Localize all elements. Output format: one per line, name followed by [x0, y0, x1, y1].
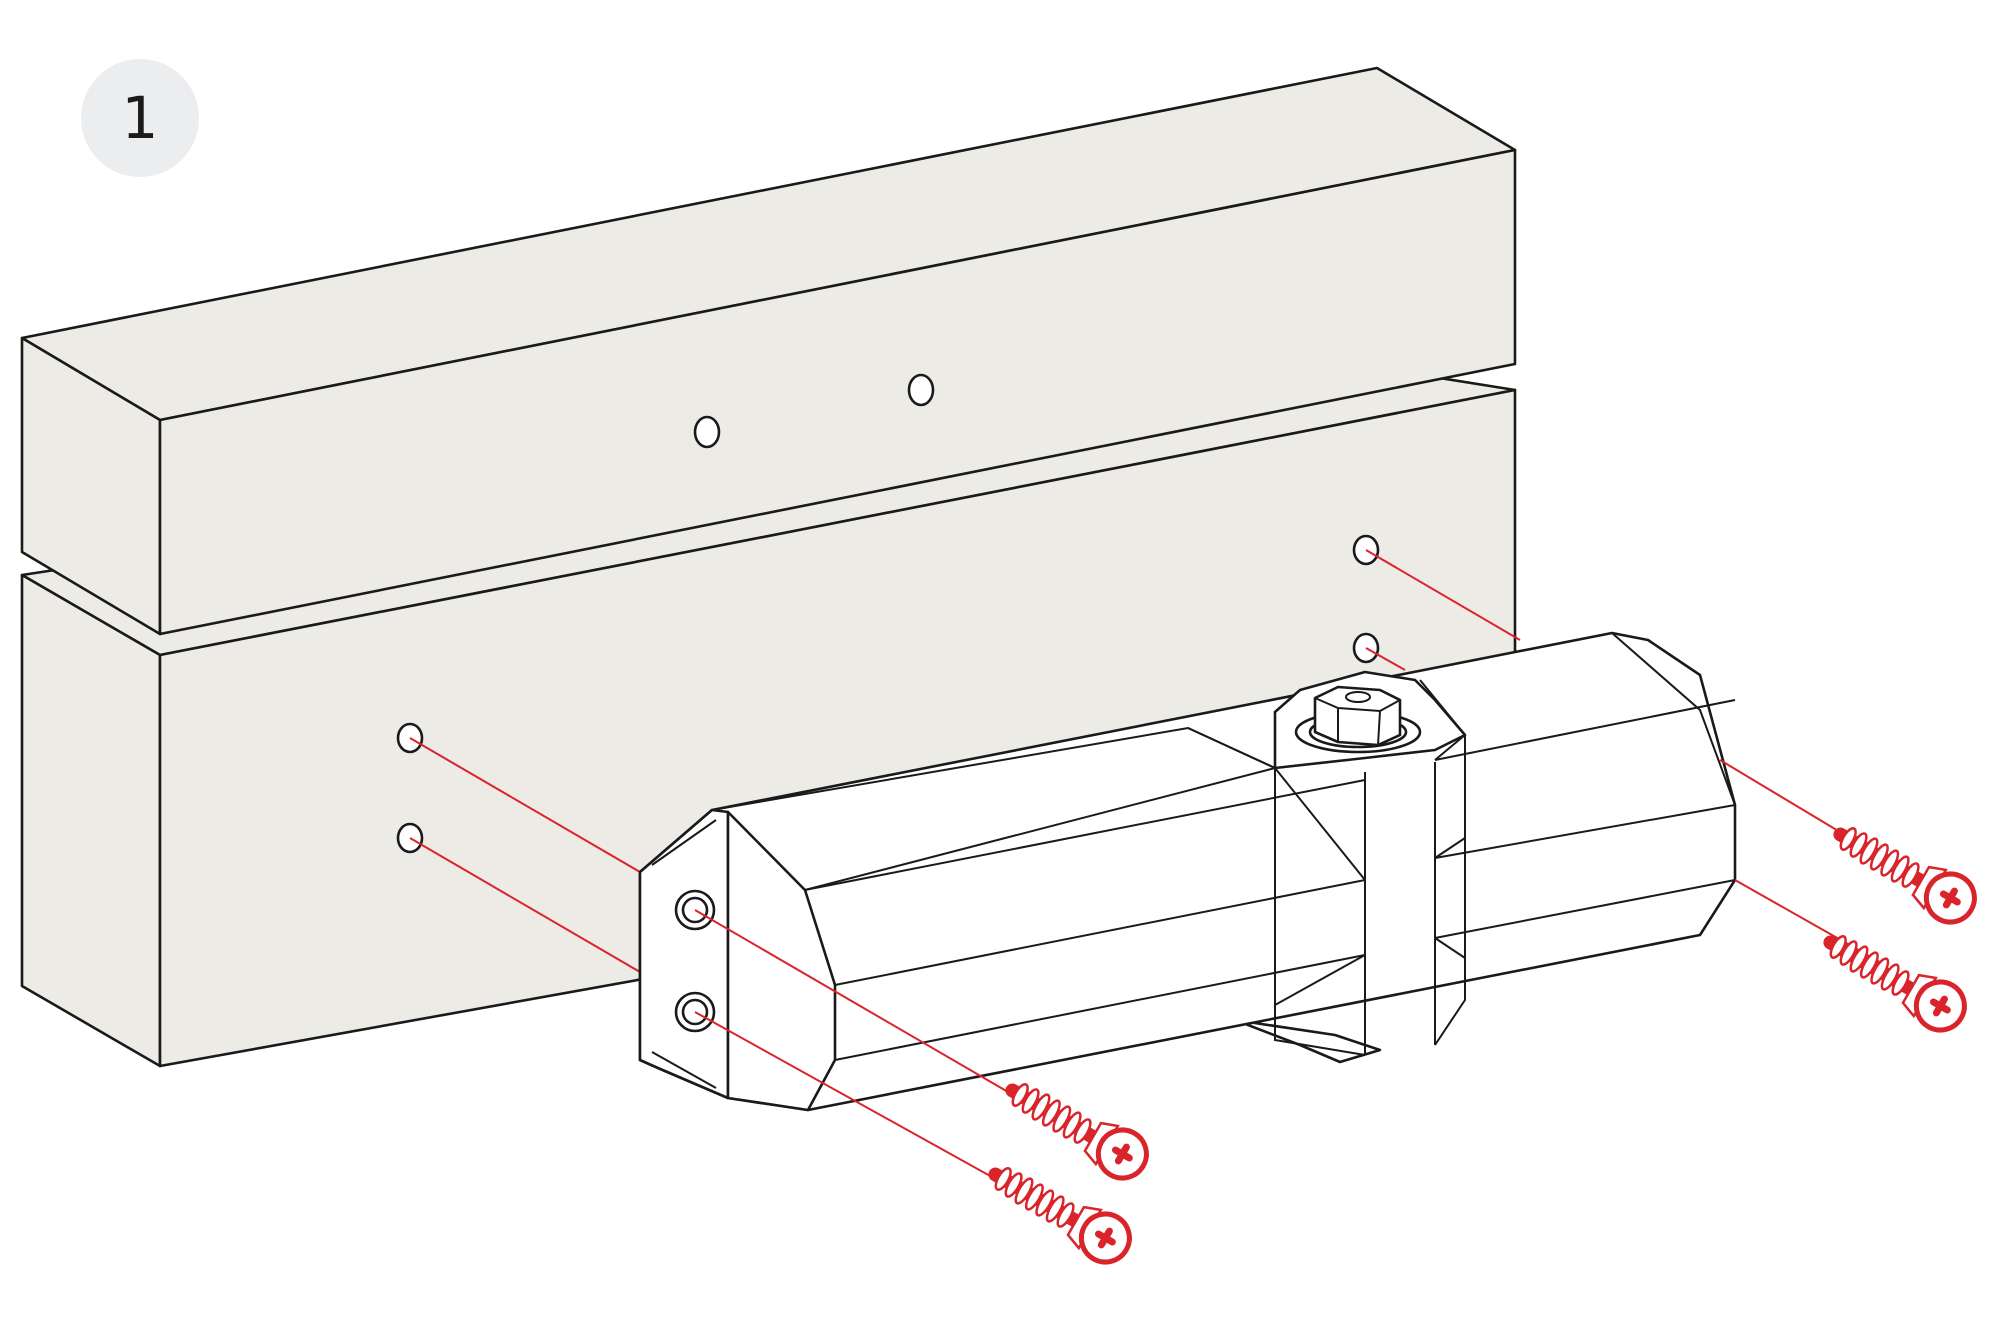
- step-number: 1: [122, 84, 159, 152]
- guide-line: [409, 737, 641, 873]
- mount-hole: [907, 373, 935, 407]
- lower-block-left: [20, 573, 162, 1068]
- guide-line: [1365, 647, 1406, 671]
- cross-arm: [1434, 837, 1466, 859]
- right-end-bevel: [1611, 632, 1736, 806]
- end-cap-bevel: [651, 819, 717, 866]
- screw-icon: [1000, 1070, 1155, 1187]
- pinion-nut-edge: [1377, 710, 1381, 746]
- cross-arm: [1419, 679, 1466, 736]
- closer-facet-line: [834, 879, 1366, 986]
- guide-line: [1365, 549, 1521, 641]
- cross-arm: [1274, 954, 1366, 1006]
- end-cap-bevel: [651, 1051, 717, 1089]
- cross-arm: [1434, 735, 1466, 1046]
- screw-icon: [1828, 814, 1983, 931]
- screw-icon: [1818, 922, 1973, 1039]
- mount-hole: [693, 415, 721, 449]
- guide-line: [409, 837, 641, 973]
- upper-frame-block: [20, 66, 1517, 636]
- pinion-hex-socket: [1345, 691, 1371, 703]
- closer-facet-line: [804, 779, 1366, 891]
- cross-arm: [1274, 768, 1366, 1056]
- step-badge: 1: [81, 59, 199, 177]
- right-end-bevel: [1647, 639, 1701, 676]
- cross-arm: [1434, 734, 1466, 761]
- cross-arm: [1434, 937, 1466, 959]
- pinion-nut-edge: [1314, 697, 1401, 713]
- guide-lines-back: [409, 549, 1521, 973]
- step-badge-circle: [81, 59, 199, 177]
- pinion-nut: [1294, 685, 1422, 754]
- closer-facet-line: [1434, 699, 1736, 761]
- closer-facet-line: [1434, 804, 1736, 859]
- upper-block-front: [158, 148, 1517, 636]
- closer-facet-line: [1434, 879, 1736, 939]
- pinion-nut-body: [1313, 685, 1402, 747]
- closer-bottom-pivot: [1233, 1018, 1382, 1064]
